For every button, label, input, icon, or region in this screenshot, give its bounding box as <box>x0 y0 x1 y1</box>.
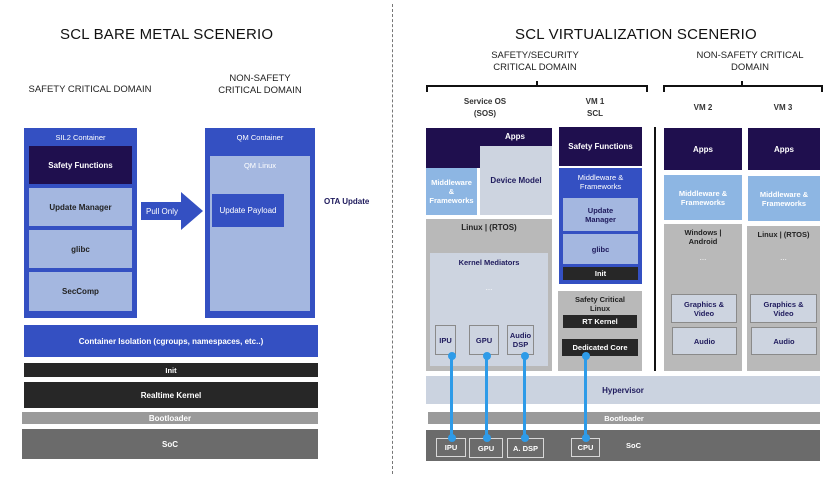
wire-audio-dsp <box>523 356 526 438</box>
wire-ipu <box>450 356 453 438</box>
safety-critical-linux-block: Safety Critical Linux RT Kernel Dedicate… <box>558 291 642 371</box>
qm-linux-label: QM Linux <box>243 160 277 170</box>
container-isolation-layer: Container Isolation (cgroups, namespaces… <box>24 325 318 357</box>
right-bootloader-layer: Bootloader <box>428 412 820 424</box>
vm2-ellipsis: ... <box>699 252 707 262</box>
soc-label: SoC <box>626 441 641 450</box>
vm3-graphics-block: Graphics & Video <box>750 294 817 323</box>
sos-middleware-block: Middleware & Frameworks <box>426 168 477 215</box>
pull-only-arrow <box>141 192 203 230</box>
vm1-init-block: Init <box>563 267 638 280</box>
vm2-os-block: Windows | Android ... Graphics & Video A… <box>664 224 742 371</box>
right-soc-layer: IPU GPU A. DSP CPU SoC <box>426 430 820 461</box>
vm1-safety-functions-block: Safety Functions <box>559 127 642 166</box>
vm1-header: VM 1 SCL <box>585 97 605 118</box>
wire-ipu-top-dot <box>448 352 456 360</box>
vm3-apps-block: Apps <box>748 128 820 170</box>
qm-container-label: QM Container <box>236 132 284 142</box>
vm1-glibc-block: glibc <box>563 234 638 264</box>
safety-critical-linux-label: Safety Critical Linux <box>574 295 626 313</box>
vm1-middleware-label: Middleware & Frameworks <box>577 173 624 191</box>
safety-security-critical-domain-label: SAFETY/SECURITY CRITICAL DOMAIN <box>491 50 579 73</box>
safety-critical-domain-label: SAFETY CRITICAL DOMAIN <box>28 84 152 95</box>
safety-domain-brace <box>426 81 648 92</box>
scenario-divider <box>392 4 393 474</box>
wire-cpu <box>584 356 587 438</box>
qm-linux-block: QM Linux Update Payload <box>210 156 310 311</box>
vm3-audio-block: Audio <box>751 327 817 355</box>
bare-metal-title: SCL BARE METAL SCENERIO <box>60 26 274 43</box>
vm2-apps-block: Apps <box>664 128 742 170</box>
wire-cpu-bottom-dot <box>582 434 590 442</box>
wire-cpu-top-dot <box>582 352 590 360</box>
glibc-block: glibc <box>29 230 132 268</box>
vm1-middleware-block: Middleware & Frameworks Update Manager g… <box>559 168 642 284</box>
qm-container: QM Container QM Linux Update Payload <box>205 128 315 318</box>
vm3-ellipsis: ... <box>780 252 787 262</box>
kernel-mediators-label: Kernel Mediators <box>458 257 520 267</box>
sil2-container: SIL2 Container Safety Functions Update M… <box>24 128 137 318</box>
vm2-middleware-block: Middleware & Frameworks <box>664 175 742 220</box>
sos-header: Service OS (SOS) <box>463 97 507 118</box>
kernel-mediators-block: Kernel Mediators ... IPU GPU Audio DSP <box>430 253 548 366</box>
non-safety-critical-domain-label: NON-SAFETY CRITICAL DOMAIN <box>218 73 302 96</box>
sil2-container-label: SIL2 Container <box>55 132 106 142</box>
realtime-kernel-layer: Realtime Kernel <box>24 382 318 408</box>
domain-divider <box>654 127 656 371</box>
vm3-middleware-block: Middleware & Frameworks <box>748 176 820 221</box>
wire-gpu <box>485 356 488 438</box>
ota-update-label: OTA Update <box>324 197 370 206</box>
vm2-graphics-block: Graphics & Video <box>671 294 737 323</box>
hypervisor-layer: Hypervisor <box>426 376 820 404</box>
soc-layer: SoC <box>22 429 318 459</box>
vm2-header: VM 2 <box>693 103 713 112</box>
wire-gpu-bottom-dot <box>483 434 491 442</box>
wire-gpu-top-dot <box>483 352 491 360</box>
vm3-os-label: Linux | (RTOS) <box>757 229 810 239</box>
virtualization-title: SCL VIRTUALIZATION SCENERIO <box>515 26 757 43</box>
vm3-header: VM 3 <box>773 103 793 112</box>
wire-audio-dsp-bottom-dot <box>521 434 529 442</box>
init-layer: Init <box>24 363 318 377</box>
update-payload-block: Update Payload <box>212 194 284 227</box>
sos-os-block: Linux | (RTOS) Kernel Mediators ... IPU … <box>426 219 552 371</box>
vm2-os-label: Windows | Android <box>684 228 722 246</box>
sos-os-label: Linux | (RTOS) <box>461 222 517 232</box>
wire-ipu-bottom-dot <box>448 434 456 442</box>
seccomp-block: SecComp <box>29 272 132 311</box>
mediator-audio-dsp: Audio DSP <box>507 325 534 355</box>
mediator-ipu: IPU <box>435 325 456 355</box>
dedicated-core-block: Dedicated Core <box>562 339 638 356</box>
mediators-ellipsis: ... <box>485 282 493 292</box>
bootloader-layer: Bootloader <box>22 412 318 424</box>
device-model-block: Device Model <box>480 146 552 215</box>
rt-kernel-block: RT Kernel <box>563 315 637 328</box>
update-manager-block: Update Manager <box>29 188 132 226</box>
vm1-update-manager-block: Update Manager <box>563 198 638 231</box>
vm3-os-block: Linux | (RTOS) ... Graphics & Video Audi… <box>747 226 820 371</box>
mediator-gpu: GPU <box>469 325 499 355</box>
safety-functions-block: Safety Functions <box>29 146 132 184</box>
non-safety-domain-brace <box>663 81 823 92</box>
pull-only-label: Pull Only <box>145 206 178 216</box>
non-safety-critical-domain-label-right: NON-SAFETY CRITICAL DOMAIN <box>696 50 804 73</box>
wire-audio-dsp-top-dot <box>521 352 529 360</box>
sos-apps-label: Apps <box>505 131 525 141</box>
vm2-audio-block: Audio <box>672 327 737 355</box>
